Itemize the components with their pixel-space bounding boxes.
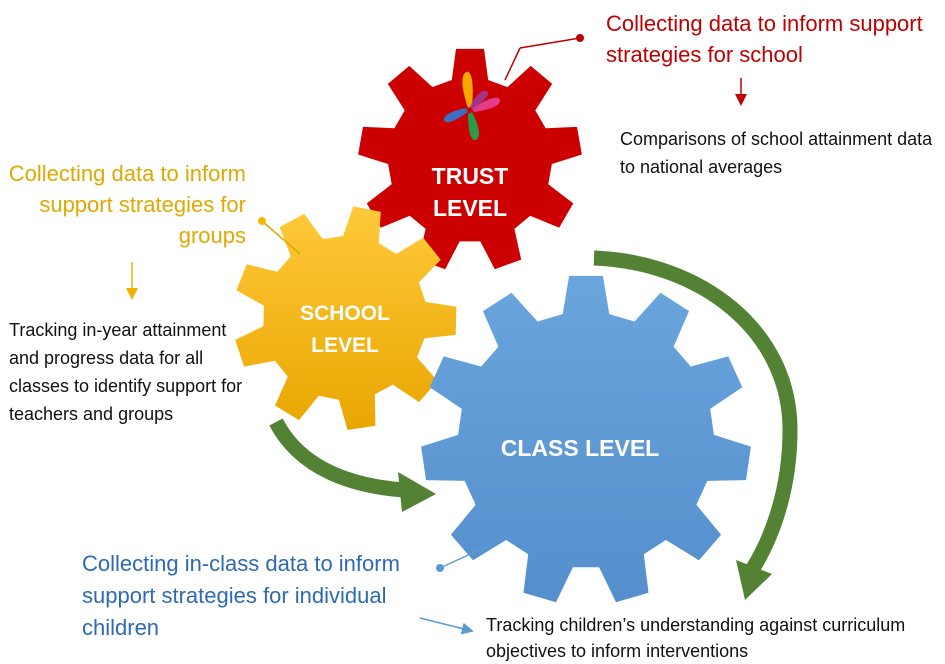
class-level-label: CLASS LEVEL bbox=[500, 435, 660, 461]
school-detail: Tracking in-year attainment and progress… bbox=[9, 320, 243, 424]
trust-callout-line-2 bbox=[519, 37, 581, 49]
class-callout-dot bbox=[436, 564, 444, 572]
school-to-class-arrow bbox=[269, 418, 405, 498]
school-level-label: SCHOOL LEVEL bbox=[300, 302, 390, 357]
trust-level-label: TRUST LEVEL bbox=[431, 163, 509, 221]
school-gear bbox=[235, 206, 457, 430]
class-detail: Tracking children’s understanding agains… bbox=[486, 615, 906, 661]
trust-to-class-arrow bbox=[593, 250, 798, 574]
trust-callout-dot bbox=[576, 34, 584, 42]
trust-to-class-arrowhead bbox=[736, 560, 772, 600]
trust-logo-icon bbox=[443, 71, 501, 141]
school-callout-dot bbox=[258, 217, 266, 225]
trust-detail: Comparisons of school attainment data to… bbox=[620, 129, 933, 177]
trust-heading: Collecting data to inform support strate… bbox=[606, 11, 923, 67]
school-heading: Collecting data to inform support strate… bbox=[8, 161, 246, 248]
trust-callout-line bbox=[504, 47, 521, 81]
school-callout-line bbox=[261, 220, 301, 255]
class-heading: Collecting in-class data to inform suppo… bbox=[82, 551, 400, 640]
trust-gear bbox=[358, 48, 582, 270]
school-to-class-arrowhead bbox=[398, 472, 436, 512]
class-callout-line bbox=[439, 544, 491, 569]
class-detail-arrow bbox=[419, 617, 474, 635]
class-gear bbox=[421, 275, 751, 603]
